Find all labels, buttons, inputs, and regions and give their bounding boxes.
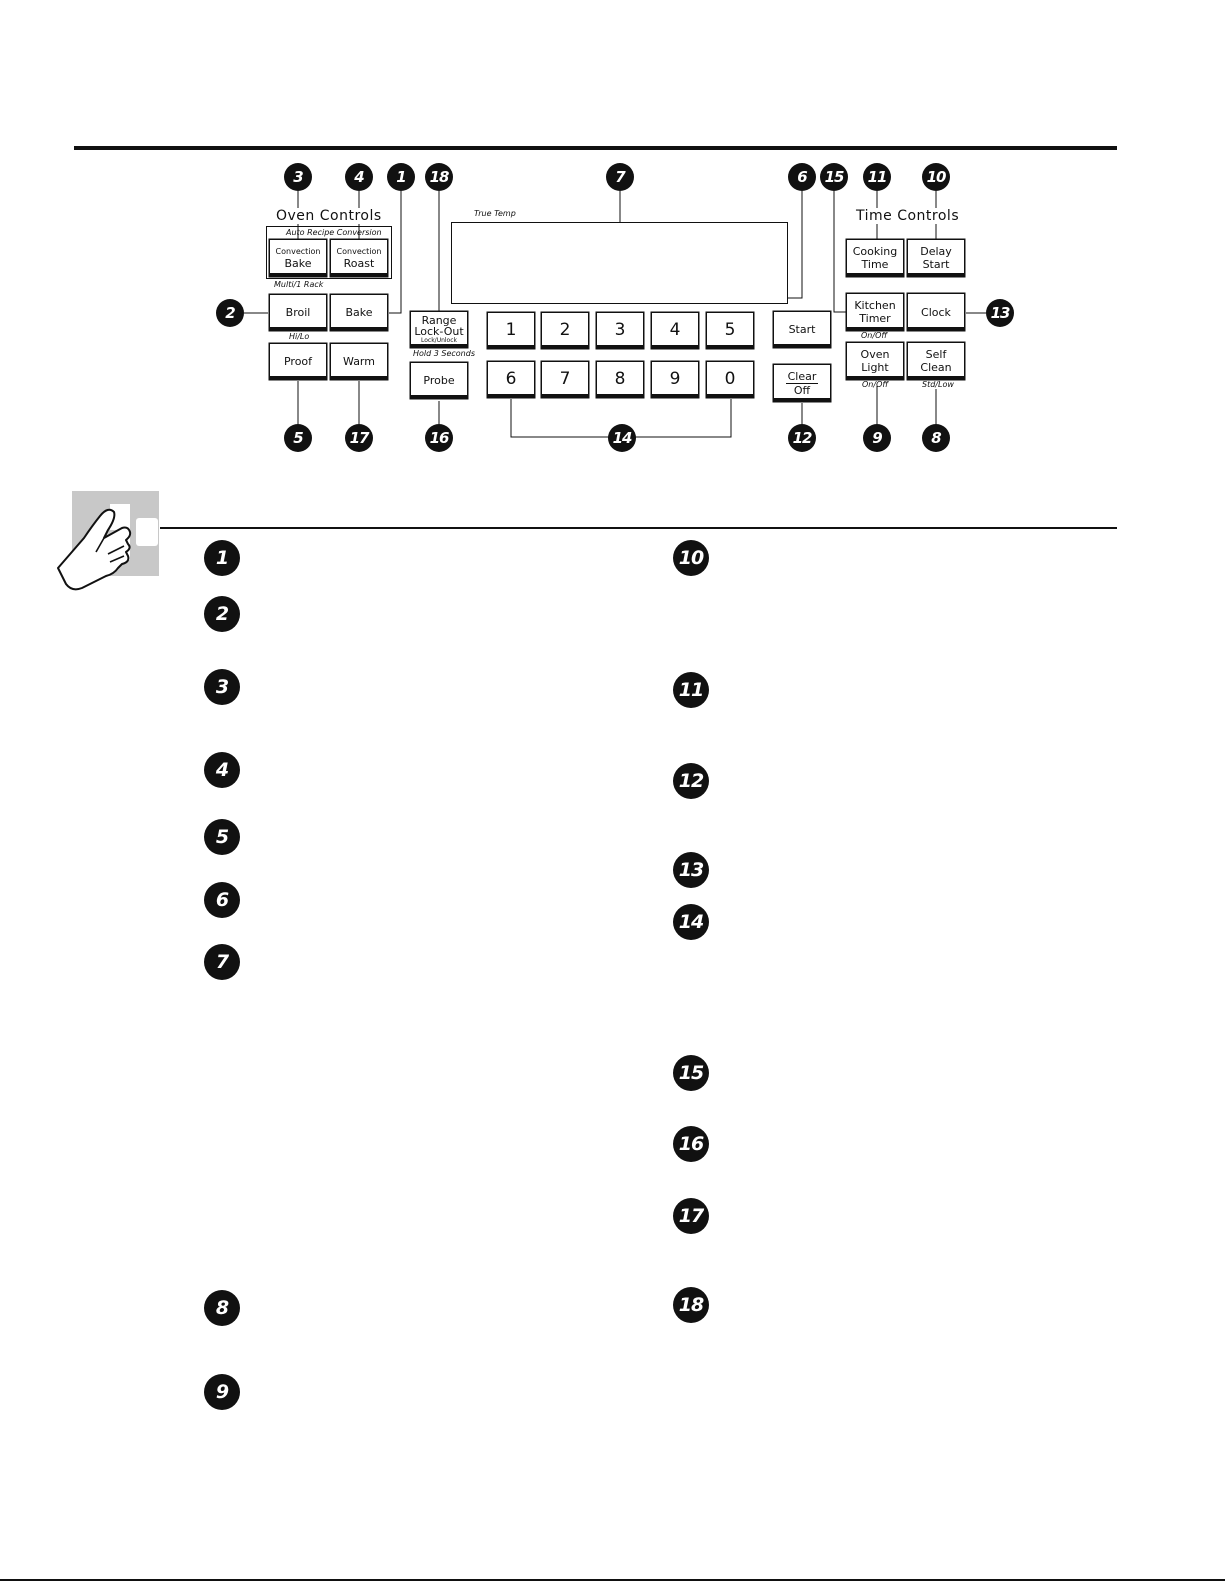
list-item-2: 2 (204, 596, 240, 632)
list-item-14: 14 (673, 904, 709, 940)
list-item-16: 16 (673, 1126, 709, 1162)
callout-10: 10 (922, 163, 950, 191)
top-rule (74, 146, 1117, 150)
broil-button[interactable]: Broil (269, 294, 327, 331)
list-item-9: 9 (204, 1374, 240, 1410)
std-low-label: Std/Low (922, 380, 954, 389)
key-line: Self (925, 348, 947, 361)
callout-4: 4 (345, 163, 373, 191)
number-2-button[interactable]: 2 (541, 312, 589, 349)
auto-recipe-group-box (266, 226, 392, 279)
callout-16: 16 (425, 424, 453, 452)
list-item-12: 12 (673, 763, 709, 799)
key-line: Range (421, 314, 457, 327)
pointing-hand-icon (57, 504, 158, 591)
list-item-8: 8 (204, 1290, 240, 1326)
hold-3-seconds-label: Hold 3 Seconds (413, 349, 475, 358)
callout-6: 6 (788, 163, 816, 191)
oven-controls-title: Oven Controls (274, 208, 384, 224)
hilo-label: Hi/Lo (289, 332, 310, 341)
list-item-13: 13 (673, 852, 709, 888)
list-item-11: 11 (673, 672, 709, 708)
warm-button[interactable]: Warm (330, 343, 388, 380)
list-item-5: 5 (204, 819, 240, 855)
proof-button[interactable]: Proof (269, 343, 327, 380)
key-line: Lock/Unlock (420, 337, 457, 344)
callout-13: 13 (986, 299, 1014, 327)
key-line: Oven (860, 348, 890, 361)
key-line: Clean (920, 361, 952, 374)
key-line: Kitchen (854, 299, 896, 312)
timer-onoff-label: On/Off (861, 331, 888, 340)
key-line: Roast (343, 256, 375, 270)
key-line: Delay (920, 245, 952, 258)
number-3-button[interactable]: 3 (596, 312, 644, 349)
multi-rack-label: Multi/1 Rack (274, 280, 324, 289)
self-clean-button[interactable]: Self Clean (907, 342, 965, 380)
callout-2: 2 (216, 299, 244, 327)
bottom-rule (0, 1579, 1225, 1581)
number-1-button[interactable]: 1 (487, 312, 535, 349)
number-7-button[interactable]: 7 (541, 361, 589, 398)
callout-8: 8 (922, 424, 950, 452)
list-item-18: 18 (673, 1287, 709, 1323)
key-line: Time (861, 258, 889, 271)
callout-12: 12 (788, 424, 816, 452)
key-line: Start (922, 258, 950, 271)
key-line: Light (861, 361, 889, 374)
delay-start-button[interactable]: Delay Start (907, 239, 965, 277)
oven-display (451, 222, 788, 304)
oven-light-button[interactable]: Oven Light (846, 342, 904, 380)
list-item-1: 1 (204, 540, 240, 576)
key-line: Convection (336, 246, 382, 256)
clock-button[interactable]: Clock (907, 293, 965, 331)
key-line: Clear (785, 369, 819, 384)
list-item-3: 3 (204, 669, 240, 705)
probe-button[interactable]: Probe (410, 362, 468, 399)
kitchen-timer-button[interactable]: Kitchen Timer (846, 293, 904, 331)
callout-1: 1 (387, 163, 415, 191)
number-9-button[interactable]: 9 (651, 361, 699, 398)
list-item-10: 10 (673, 540, 709, 576)
key-line: Lock-Out (414, 325, 464, 338)
key-line: Bake (284, 256, 312, 270)
number-6-button[interactable]: 6 (487, 361, 535, 398)
callout-18: 18 (425, 163, 453, 191)
callout-7: 7 (606, 163, 634, 191)
number-5-button[interactable]: 5 (706, 312, 754, 349)
callout-11: 11 (863, 163, 891, 191)
key-line: Timer (859, 312, 891, 325)
cooking-time-button[interactable]: Cooking Time (846, 239, 904, 277)
display-label: True Temp (474, 209, 516, 218)
callout-3: 3 (284, 163, 312, 191)
callout-5: 5 (284, 424, 312, 452)
key-line: Cooking (852, 245, 898, 258)
key-line: Convection (275, 246, 321, 256)
auto-recipe-label: Auto Recipe Conversion (286, 228, 382, 237)
callout-15: 15 (820, 163, 848, 191)
list-item-15: 15 (673, 1055, 709, 1091)
list-item-17: 17 (673, 1198, 709, 1234)
list-item-6: 6 (204, 882, 240, 918)
convection-bake-button[interactable]: Convection Bake (269, 239, 327, 277)
list-item-4: 4 (204, 752, 240, 788)
callout-14: 14 (608, 424, 636, 452)
start-button[interactable]: Start (773, 311, 831, 348)
number-0-button[interactable]: 0 (706, 361, 754, 398)
clear-off-button[interactable]: Clear Off (773, 364, 831, 402)
key-line: Off (793, 383, 811, 397)
callout-17: 17 (345, 424, 373, 452)
convection-roast-button[interactable]: Convection Roast (330, 239, 388, 277)
number-4-button[interactable]: 4 (651, 312, 699, 349)
number-8-button[interactable]: 8 (596, 361, 644, 398)
list-item-7: 7 (204, 944, 240, 980)
light-onoff-label: On/Off (862, 380, 889, 389)
section-rule (160, 527, 1117, 529)
bake-button[interactable]: Bake (330, 294, 388, 331)
time-controls-title: Time Controls (854, 208, 962, 224)
callout-9: 9 (863, 424, 891, 452)
range-lockout-button[interactable]: Range Lock-Out Lock/Unlock (410, 311, 468, 348)
